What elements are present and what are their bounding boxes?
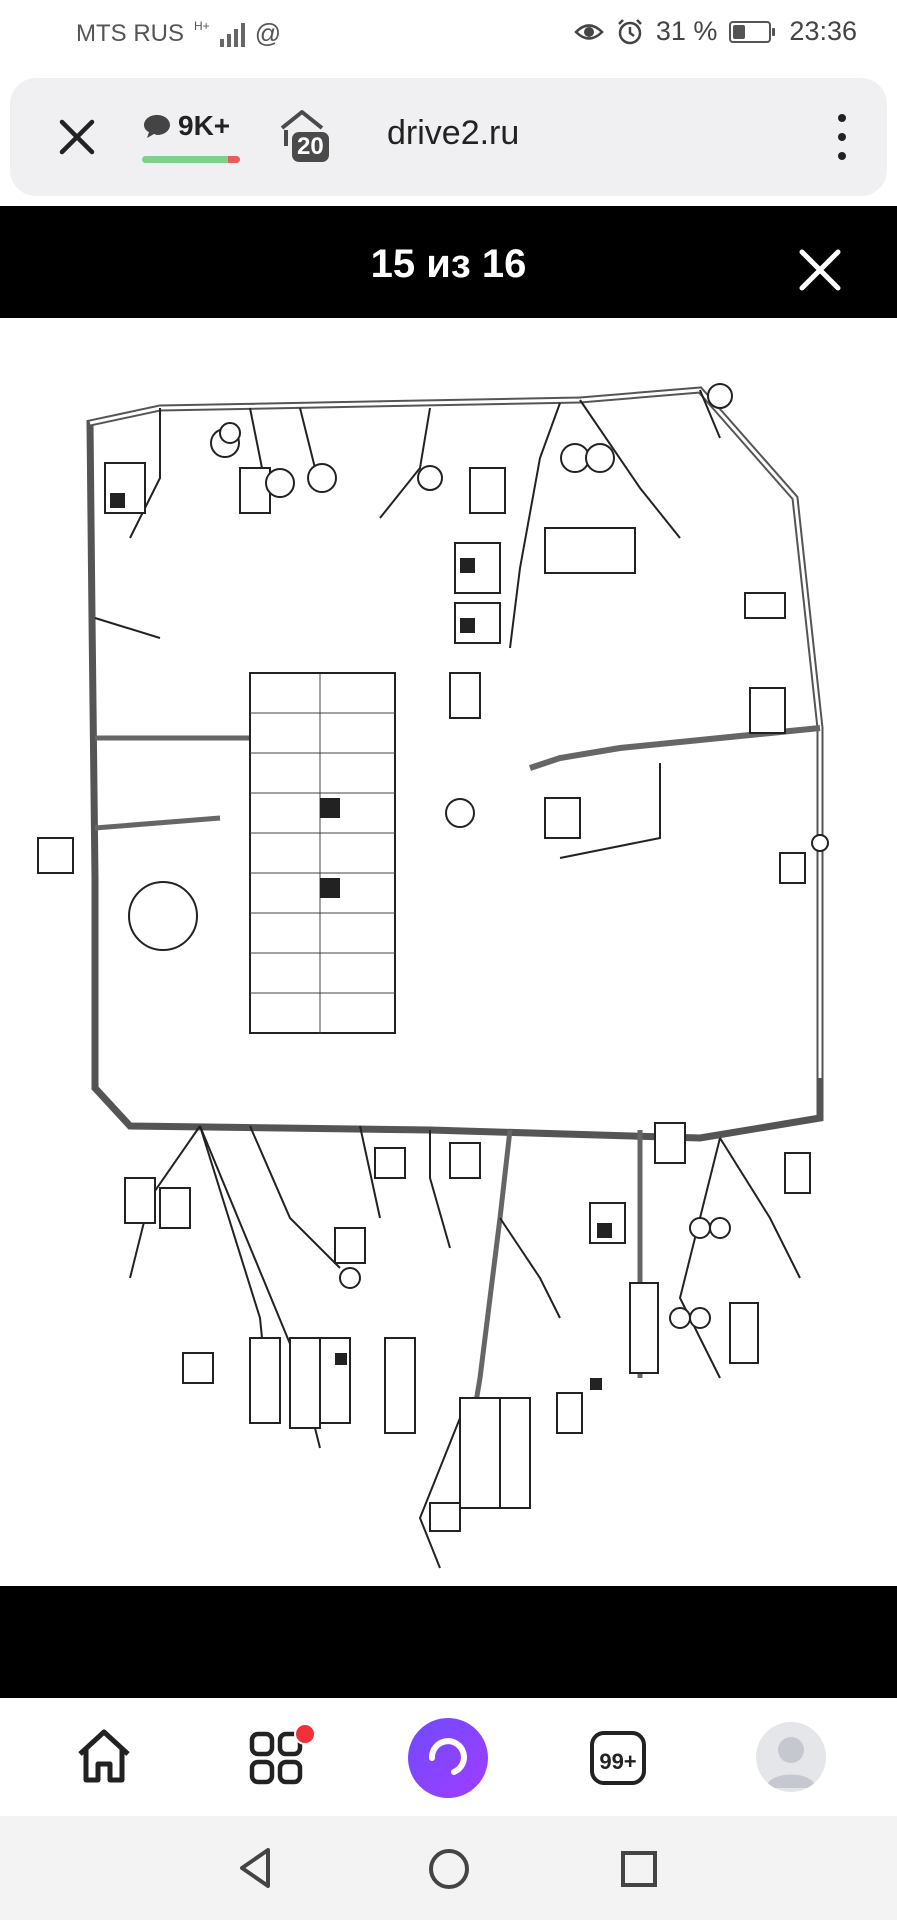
tabs-button[interactable]: 20 [278, 106, 340, 168]
alice-voice-assistant-icon[interactable] [408, 1718, 488, 1798]
circle-home-icon[interactable] [428, 1848, 470, 1890]
square-recents-icon[interactable] [620, 1850, 658, 1888]
signal-icon [219, 21, 245, 47]
at-icon: @ [254, 18, 282, 48]
close-icon [59, 119, 95, 155]
browser-address-bar: 9K+ 20 drive2.ru [10, 78, 887, 196]
clock: 23:36 [789, 16, 857, 46]
wiring-diagram-image[interactable] [0, 318, 897, 1586]
more-menu-button[interactable] [835, 114, 849, 160]
page-progress-bar [142, 156, 240, 163]
close-viewer-button[interactable] [796, 246, 844, 294]
notifications-button[interactable]: 99+ [590, 1731, 646, 1785]
close-browser-button[interactable] [50, 110, 104, 164]
more-vertical-icon [838, 114, 846, 122]
image-counter: 15 из 16 [370, 242, 527, 286]
wiring-diagram [37, 383, 829, 1569]
comments-count: 9K+ [178, 110, 231, 141]
eye-icon [574, 23, 604, 40]
status-bar: MTS RUS H+ @ 31 % 23:36 [0, 0, 897, 68]
notifications-badge: 99+ [599, 1749, 637, 1774]
triangle-back-icon[interactable] [236, 1846, 274, 1890]
image-viewer-footer [0, 1586, 897, 1698]
speech-bubble-icon [144, 115, 170, 138]
alarm-icon [617, 18, 642, 44]
status-left: MTS RUS H+ @ [76, 18, 281, 49]
tabs-icon [280, 110, 324, 146]
carrier-name: MTS RUS [76, 19, 184, 47]
status-right: 31 % 23:36 [574, 16, 857, 47]
address-domain[interactable]: drive2.ru [387, 114, 520, 152]
battery-icon [729, 20, 776, 43]
home-icon[interactable] [72, 1724, 136, 1788]
user-avatar-icon[interactable] [756, 1722, 826, 1792]
comments-button[interactable]: 9K+ [142, 110, 230, 142]
tabs-count: 20 [292, 132, 329, 162]
battery-percent: 31 % [655, 16, 718, 46]
services-notification-dot [294, 1723, 316, 1745]
network-type: H+ [194, 18, 210, 33]
system-navigation-bar [0, 1816, 897, 1920]
image-viewer-header: 15 из 16 [0, 206, 897, 318]
